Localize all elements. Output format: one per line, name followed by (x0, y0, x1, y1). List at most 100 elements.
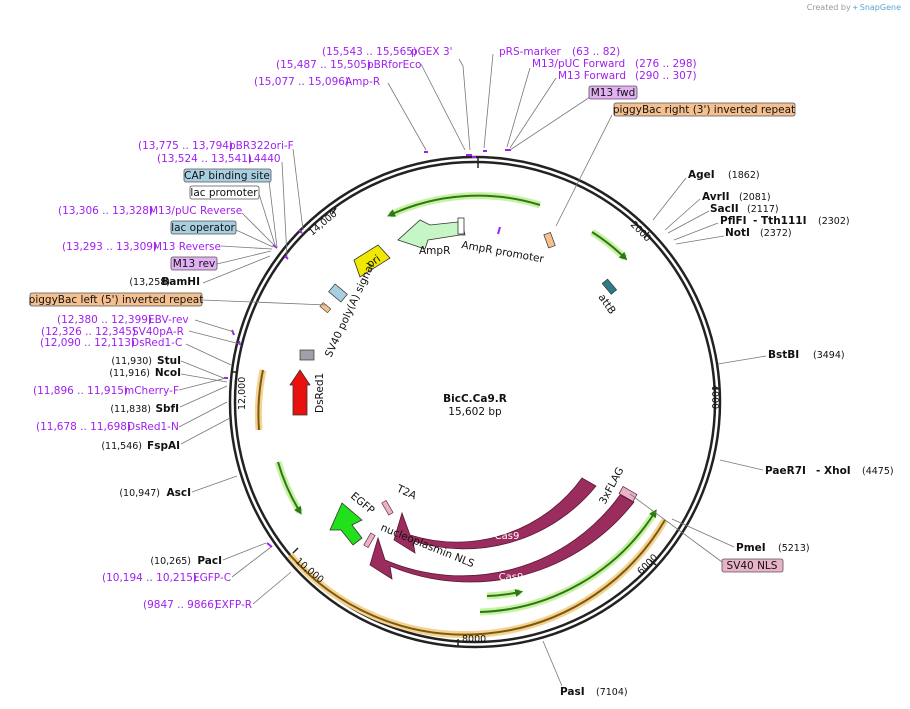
site-pasi[interactable]: PasI (560, 686, 585, 698)
feature-mcherry-f[interactable]: mCherry-F (124, 385, 179, 397)
lac-operator-box-bg (170, 220, 237, 235)
site-fspai-pos: (11,546) (101, 441, 142, 452)
feature-box-sv40-nls[interactable]: SV40 NLS (721, 558, 784, 573)
backbone-ticks (232, 157, 718, 647)
feature-pbr322ori-f[interactable]: pBR322ori-F (229, 140, 294, 152)
leader-sacii (667, 210, 710, 234)
feature-box-cap-binding-site[interactable]: CAP binding site (183, 168, 272, 183)
tick-label-14000: 14,000 (307, 208, 340, 238)
tick-2000 (643, 231, 650, 239)
feature-box-m13-rev[interactable]: M13 rev (170, 256, 218, 271)
lac-operator-box-label: lac operator (171, 222, 235, 234)
site-xhoi[interactable]: - XhoI (816, 465, 851, 477)
lac-promoter-box-label: lac promoter (190, 187, 258, 199)
leader-piggybac-right (555, 114, 613, 227)
feature-pbrforeco[interactable]: pBRforEco (367, 59, 421, 71)
feature-dsred1-n[interactable]: DsRed1-N (127, 421, 179, 433)
primer-mark-m13puc-rev (272, 244, 278, 249)
feature-m13puc-reverse-range: (13,306 .. 13,328) (58, 205, 153, 217)
leader-sbfi (179, 385, 228, 408)
label-sv40-polya: SV40 poly(A) signal (323, 261, 377, 359)
piggybac-right-box-bg (613, 102, 796, 117)
site-pflfi-pos: (2302) (818, 216, 850, 227)
feature-box-lac-promoter[interactable]: lac promoter (189, 185, 260, 200)
feature-ebv-rev-range: (12,380 .. 12,399) (57, 314, 152, 326)
leader-ncoi (180, 373, 228, 383)
leader-bamhi (202, 255, 271, 284)
snapgene-brand: SnapGene (859, 3, 901, 12)
site-paci-pos: (10,265) (150, 556, 191, 567)
feature-m13-reverse-range: (13,293 .. 13,309) (62, 241, 157, 253)
leader-egfpc (231, 546, 272, 578)
site-agei[interactable]: AgeI (688, 169, 715, 181)
site-sacii[interactable]: SacII (710, 203, 739, 215)
feature-dsred1-c[interactable]: DsRed1-C (131, 337, 182, 349)
leader-pmei (671, 518, 735, 548)
site-avrii[interactable]: AvrII (702, 191, 730, 203)
tick-label-12000: 12,000 (237, 377, 248, 410)
leader-bstbi (717, 355, 767, 365)
green-arc-long (479, 509, 657, 613)
feature-box-piggybac-left[interactable]: piggyBac left (5') inverted repeat (29, 292, 204, 307)
site-pflfi[interactable]: PflFI (720, 215, 747, 227)
leader-m13fwd-box (509, 96, 591, 151)
primer-mark-sv40pa (238, 340, 241, 346)
piggybac-right-block (543, 231, 556, 249)
site-bamhi-pos: (13,258) (129, 277, 170, 288)
leader-cap (268, 180, 278, 248)
credit-text: Created by ᚐ SnapGene (807, 3, 901, 12)
feature-exfp-r[interactable]: EXFP-R (215, 599, 252, 611)
feature-prs-marker[interactable]: pRS-marker (499, 46, 562, 58)
ampr-arrow (397, 219, 466, 250)
feature-sv40pa-r[interactable]: SV40pA-R (132, 326, 184, 338)
site-pmei[interactable]: PmeI (736, 542, 766, 554)
leader-m13fwd (509, 77, 557, 149)
site-stui-pos: (11,930) (111, 356, 152, 367)
site-paer7i[interactable]: PaeR7I (765, 465, 806, 477)
site-noti[interactable]: NotI (725, 227, 750, 239)
ori-arrow (353, 244, 391, 278)
piggybac-left-arc (257, 369, 264, 431)
site-fspai[interactable]: FspAI (147, 440, 180, 452)
site-sbfi[interactable]: SbfI (155, 403, 179, 415)
feature-dsred1-c-range: (12,090 .. 12,113) (40, 337, 135, 349)
leader-sv40nls (629, 493, 723, 563)
feature-pgex[interactable]: pGEX 3' (411, 46, 453, 58)
site-ncoi[interactable]: NcoI (155, 367, 181, 379)
leader-fspai (180, 417, 231, 445)
site-bstbi[interactable]: BstBI (768, 349, 799, 361)
site-paci[interactable]: PacI (197, 555, 222, 567)
leader-exfpr (252, 571, 292, 605)
feature-box-m13-fwd[interactable]: M13 fwd (588, 85, 638, 100)
piggybac-left-box-label: piggyBac left (5') inverted repeat (29, 294, 204, 306)
site-stui[interactable]: StuI (157, 355, 181, 367)
feature-egfp-c[interactable]: EGFP-C (193, 572, 231, 584)
feature-ampr-primer[interactable]: Amp-R (345, 76, 380, 88)
feature-box-lac-operator[interactable]: lac operator (170, 220, 237, 235)
feature-mcherry-f-range: (11,896 .. 11,915) (33, 385, 128, 397)
feature-m13puc-reverse[interactable]: M13/pUC Reverse (149, 205, 242, 217)
backbone-inner-ring (233, 160, 717, 644)
site-tth111i[interactable]: - Tth111I (753, 215, 807, 227)
tick-label-8000: 8000 (462, 634, 486, 645)
site-asci[interactable]: AscI (166, 487, 191, 499)
feature-m13-reverse[interactable]: M13 Reverse (153, 241, 221, 253)
feature-l4440[interactable]: L4440 (248, 153, 281, 165)
site-bamhi[interactable]: BamHI (161, 276, 200, 288)
feature-m13-forward[interactable]: M13 Forward (558, 70, 626, 82)
green-arc-top (387, 194, 541, 217)
feature-m13puc-forward[interactable]: M13/pUC Forward (532, 58, 625, 70)
transposon-orange-arc (289, 519, 666, 636)
dsred-arrow (289, 369, 311, 416)
leader-pasi (542, 640, 563, 687)
feature-ebv-rev[interactable]: EBV-rev (148, 314, 189, 326)
tick-6000 (649, 559, 657, 566)
plasmid-name: BicC.Ca9.R (443, 393, 507, 405)
leader-dsred1c (185, 343, 232, 366)
leader-m13rev-box (216, 250, 272, 265)
green-arc-attb (591, 231, 628, 261)
m13-fwd-box-label: M13 fwd (591, 87, 636, 99)
attb-block (601, 278, 618, 295)
feature-box-piggybac-right[interactable]: piggyBac right (3') inverted repeat (613, 102, 796, 117)
cas9-arrow-outer (369, 494, 635, 583)
